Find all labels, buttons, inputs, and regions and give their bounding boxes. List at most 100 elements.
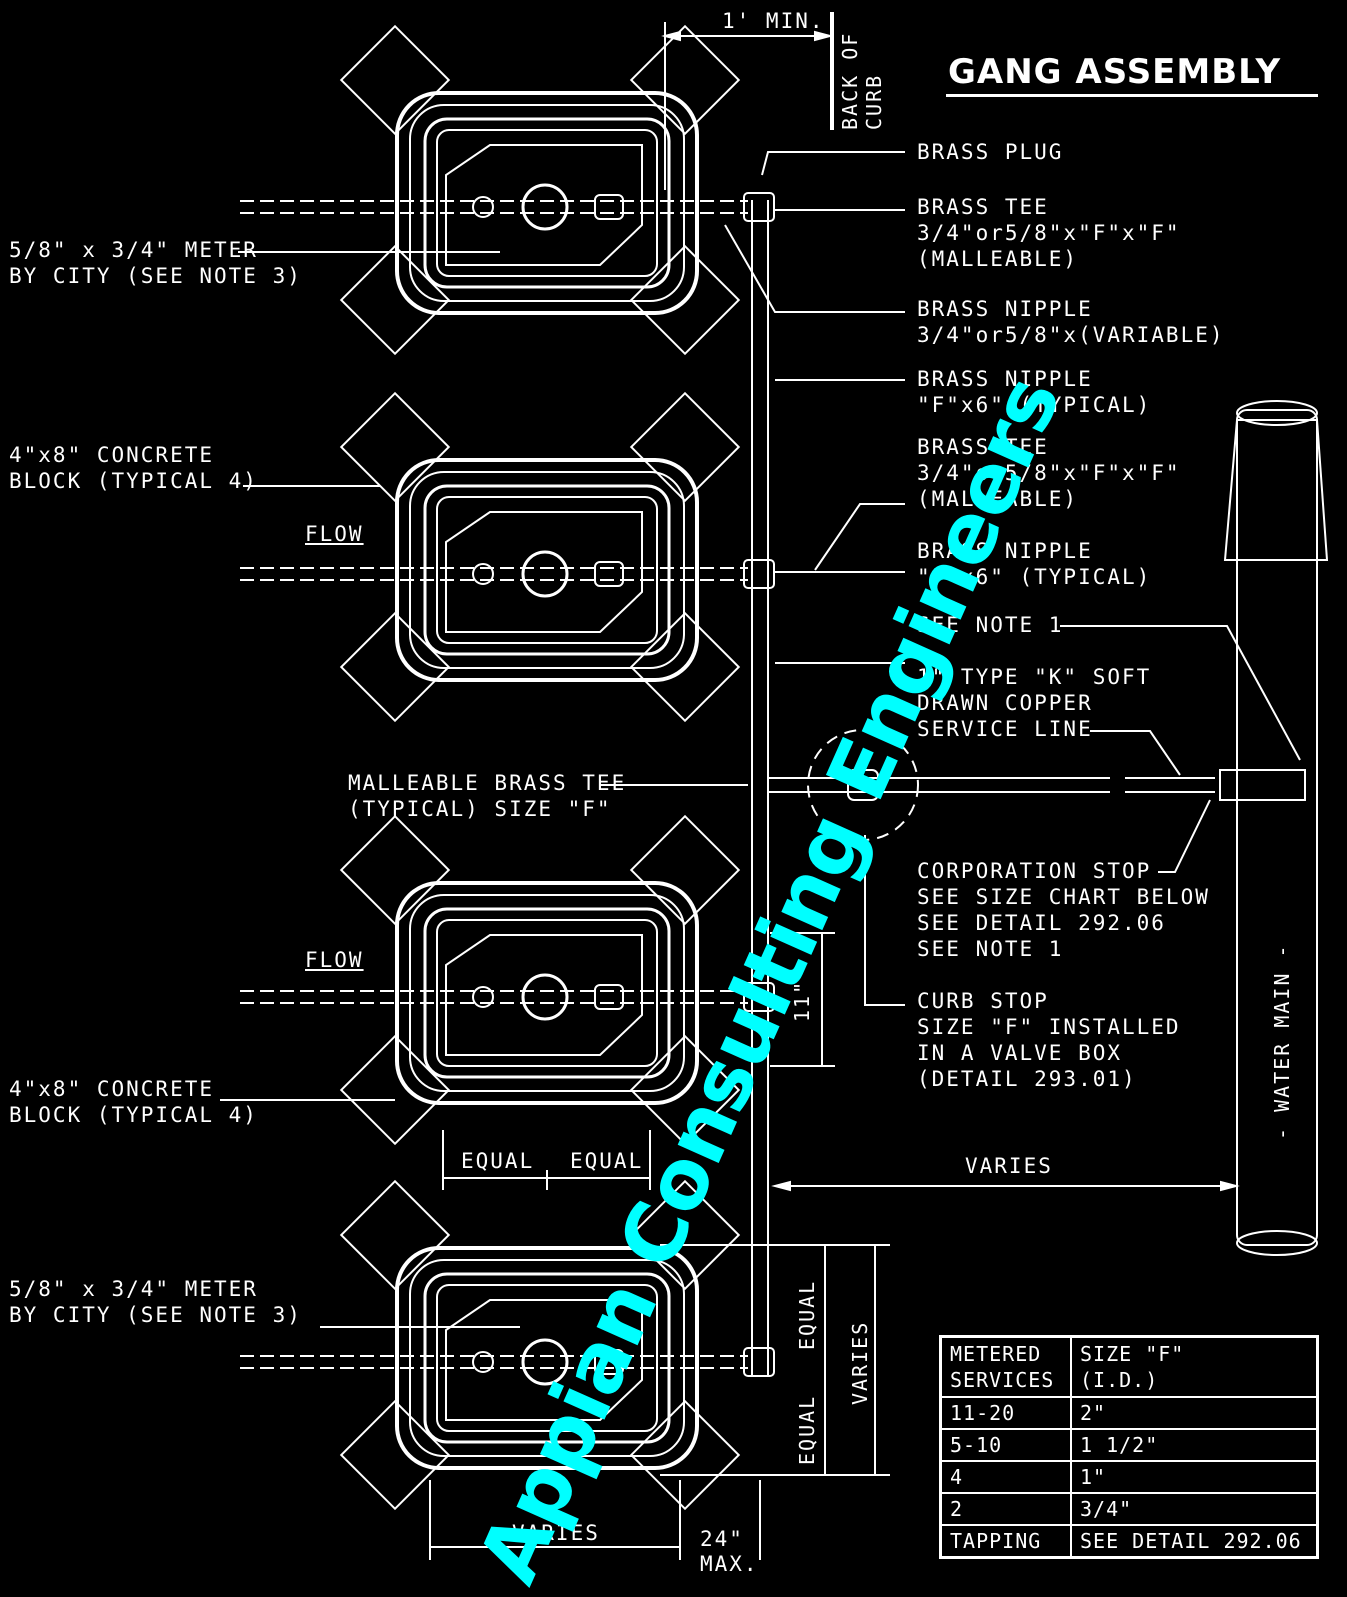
corporation-stop xyxy=(1219,769,1306,801)
meter-box-inner xyxy=(423,484,671,656)
brass-tee-label: BRASS TEE 3/4"or5/8"x"F"x"F" (MALLEABLE) xyxy=(917,195,1181,271)
curb-stop-label: CURB STOP SIZE "F" INSTALLED IN A VALVE … xyxy=(917,989,1181,1091)
meter-box-mid xyxy=(409,1259,685,1457)
brass-nipple-label-1: BRASS NIPPLE 3/4"or5/8"x(VARIABLE) xyxy=(917,297,1225,347)
curb-stop-circle xyxy=(807,729,919,841)
water-main-label: - WATER MAIN - xyxy=(1270,943,1294,1140)
meter-valve xyxy=(594,1349,624,1375)
meter-lid-plate xyxy=(445,511,643,633)
concrete-block xyxy=(629,1034,741,1146)
flow-label-2: FLOW xyxy=(305,948,364,972)
water-main-pipe xyxy=(1236,409,1318,1246)
block-label-top: 4"x8" CONCRETE BLOCK (TYPICAL 4) xyxy=(9,443,258,493)
meter-box-mid xyxy=(409,104,685,302)
brass-tee-label-2: BRASS TEE 3/4"or5/8"x"F"x"F" (MALLEABLE) xyxy=(917,435,1181,511)
concrete-block xyxy=(339,24,451,136)
block-label-bottom: 4"x8" CONCRETE BLOCK (TYPICAL 4) xyxy=(9,1077,258,1127)
meter-box-mid xyxy=(409,894,685,1092)
concrete-block xyxy=(629,1399,741,1511)
meter-lid-plate xyxy=(445,1299,643,1421)
concrete-block xyxy=(339,1179,451,1291)
brass-tee-fitting xyxy=(743,1347,775,1377)
water-meter xyxy=(521,550,569,598)
concrete-block xyxy=(339,611,451,723)
meter-valve xyxy=(594,984,624,1010)
equal-label-left: EQUAL xyxy=(461,1149,535,1173)
equal-vertical-label-bottom: EQUAL xyxy=(795,1394,819,1465)
brass-nipple-label-2: BRASS NIPPLE "F"x6" (TYPICAL) xyxy=(917,367,1152,417)
table-cell: SEE DETAIL 292.06 xyxy=(1070,1524,1319,1559)
meter-box-assembly xyxy=(240,24,775,356)
meter-box-lid xyxy=(436,1284,658,1432)
table-header-row: METERED SERVICES SIZE "F" (I.D.) xyxy=(939,1335,1319,1398)
table-cell: 2" xyxy=(1070,1396,1319,1430)
varies-bottom-label: VARIES xyxy=(512,1521,600,1545)
equal-label-right: EQUAL xyxy=(570,1149,644,1173)
table-header-cell: SIZE "F" (I.D.) xyxy=(1070,1335,1319,1398)
meter-box-outer xyxy=(395,458,699,682)
meter-box-lid xyxy=(436,496,658,644)
table-cell: 3/4" xyxy=(1070,1492,1319,1526)
meter-valve xyxy=(594,561,624,587)
meter-box-assembly xyxy=(240,391,775,723)
meter-lid-plate xyxy=(445,144,643,266)
concrete-block xyxy=(629,244,741,356)
one-min-label: 1' MIN. xyxy=(722,9,825,33)
max-24-label: 24" MAX. xyxy=(700,1527,759,1576)
meter-box-outer xyxy=(395,91,699,315)
water-meter xyxy=(521,1338,569,1386)
meter-label-top: 5/8" x 3/4" METER BY CITY (SEE NOTE 3) xyxy=(9,238,302,288)
table-cell: 4 xyxy=(939,1460,1072,1494)
title-underline xyxy=(946,94,1318,97)
malleable-tee-label: MALLEABLE BRASS TEE (TYPICAL) SIZE "F" xyxy=(348,771,627,821)
meter-box-assembly xyxy=(240,1179,775,1511)
brass-plug-label: BRASS PLUG xyxy=(917,140,1064,164)
equal-vertical-label-top: EQUAL xyxy=(795,1279,819,1350)
concrete-block xyxy=(339,1034,451,1146)
water-meter xyxy=(521,183,569,231)
meter-box-lid xyxy=(436,919,658,1067)
meter-box-inner xyxy=(423,1272,671,1444)
meter-box-lid xyxy=(436,129,658,277)
table-cell: 1 1/2" xyxy=(1070,1428,1319,1462)
meter-coupling xyxy=(472,563,494,585)
meter-lid-plate xyxy=(445,934,643,1056)
meter-box-outer xyxy=(395,881,699,1105)
varies-label: VARIES xyxy=(965,1154,1053,1178)
table-header-cell: METERED SERVICES xyxy=(939,1335,1072,1398)
table-cell: 5-10 xyxy=(939,1428,1072,1462)
concrete-block xyxy=(339,1399,451,1511)
meter-box-inner xyxy=(423,117,671,289)
varies-vertical-label: VARIES xyxy=(848,1320,872,1405)
meter-coupling xyxy=(472,196,494,218)
table-cell: 2 xyxy=(939,1492,1072,1526)
concrete-block xyxy=(629,611,741,723)
water-main-sleeve xyxy=(1223,419,1329,561)
meter-coupling xyxy=(472,1351,494,1373)
table-cell: 11-20 xyxy=(939,1396,1072,1430)
flow-label-1: FLOW xyxy=(305,522,364,546)
meter-coupling xyxy=(472,986,494,1008)
meter-box-inner xyxy=(423,907,671,1079)
concrete-block xyxy=(339,244,451,356)
concrete-block xyxy=(339,814,451,926)
table-cell: TAPPING xyxy=(939,1524,1072,1559)
back-of-curb-label: BACK OF CURB xyxy=(838,31,886,130)
meter-box-mid xyxy=(409,471,685,669)
water-meter xyxy=(521,973,569,1021)
see-note-label: SEE NOTE 1 xyxy=(917,613,1064,637)
corporation-stop-label: CORPORATION STOP SEE SIZE CHART BELOW SE… xyxy=(917,859,1210,961)
table-cell: 1" xyxy=(1070,1460,1319,1494)
meter-box-assembly xyxy=(240,814,775,1146)
brass-tee-fitting xyxy=(743,982,775,1012)
drawing-title: GANG ASSEMBLY xyxy=(948,52,1282,92)
brass-tee-fitting xyxy=(743,559,775,589)
meter-label-bottom: 5/8" x 3/4" METER BY CITY (SEE NOTE 3) xyxy=(9,1277,302,1327)
brass-nipple-label-3: BRASS NIPPLE "F"x6" (TYPICAL) xyxy=(917,539,1152,589)
